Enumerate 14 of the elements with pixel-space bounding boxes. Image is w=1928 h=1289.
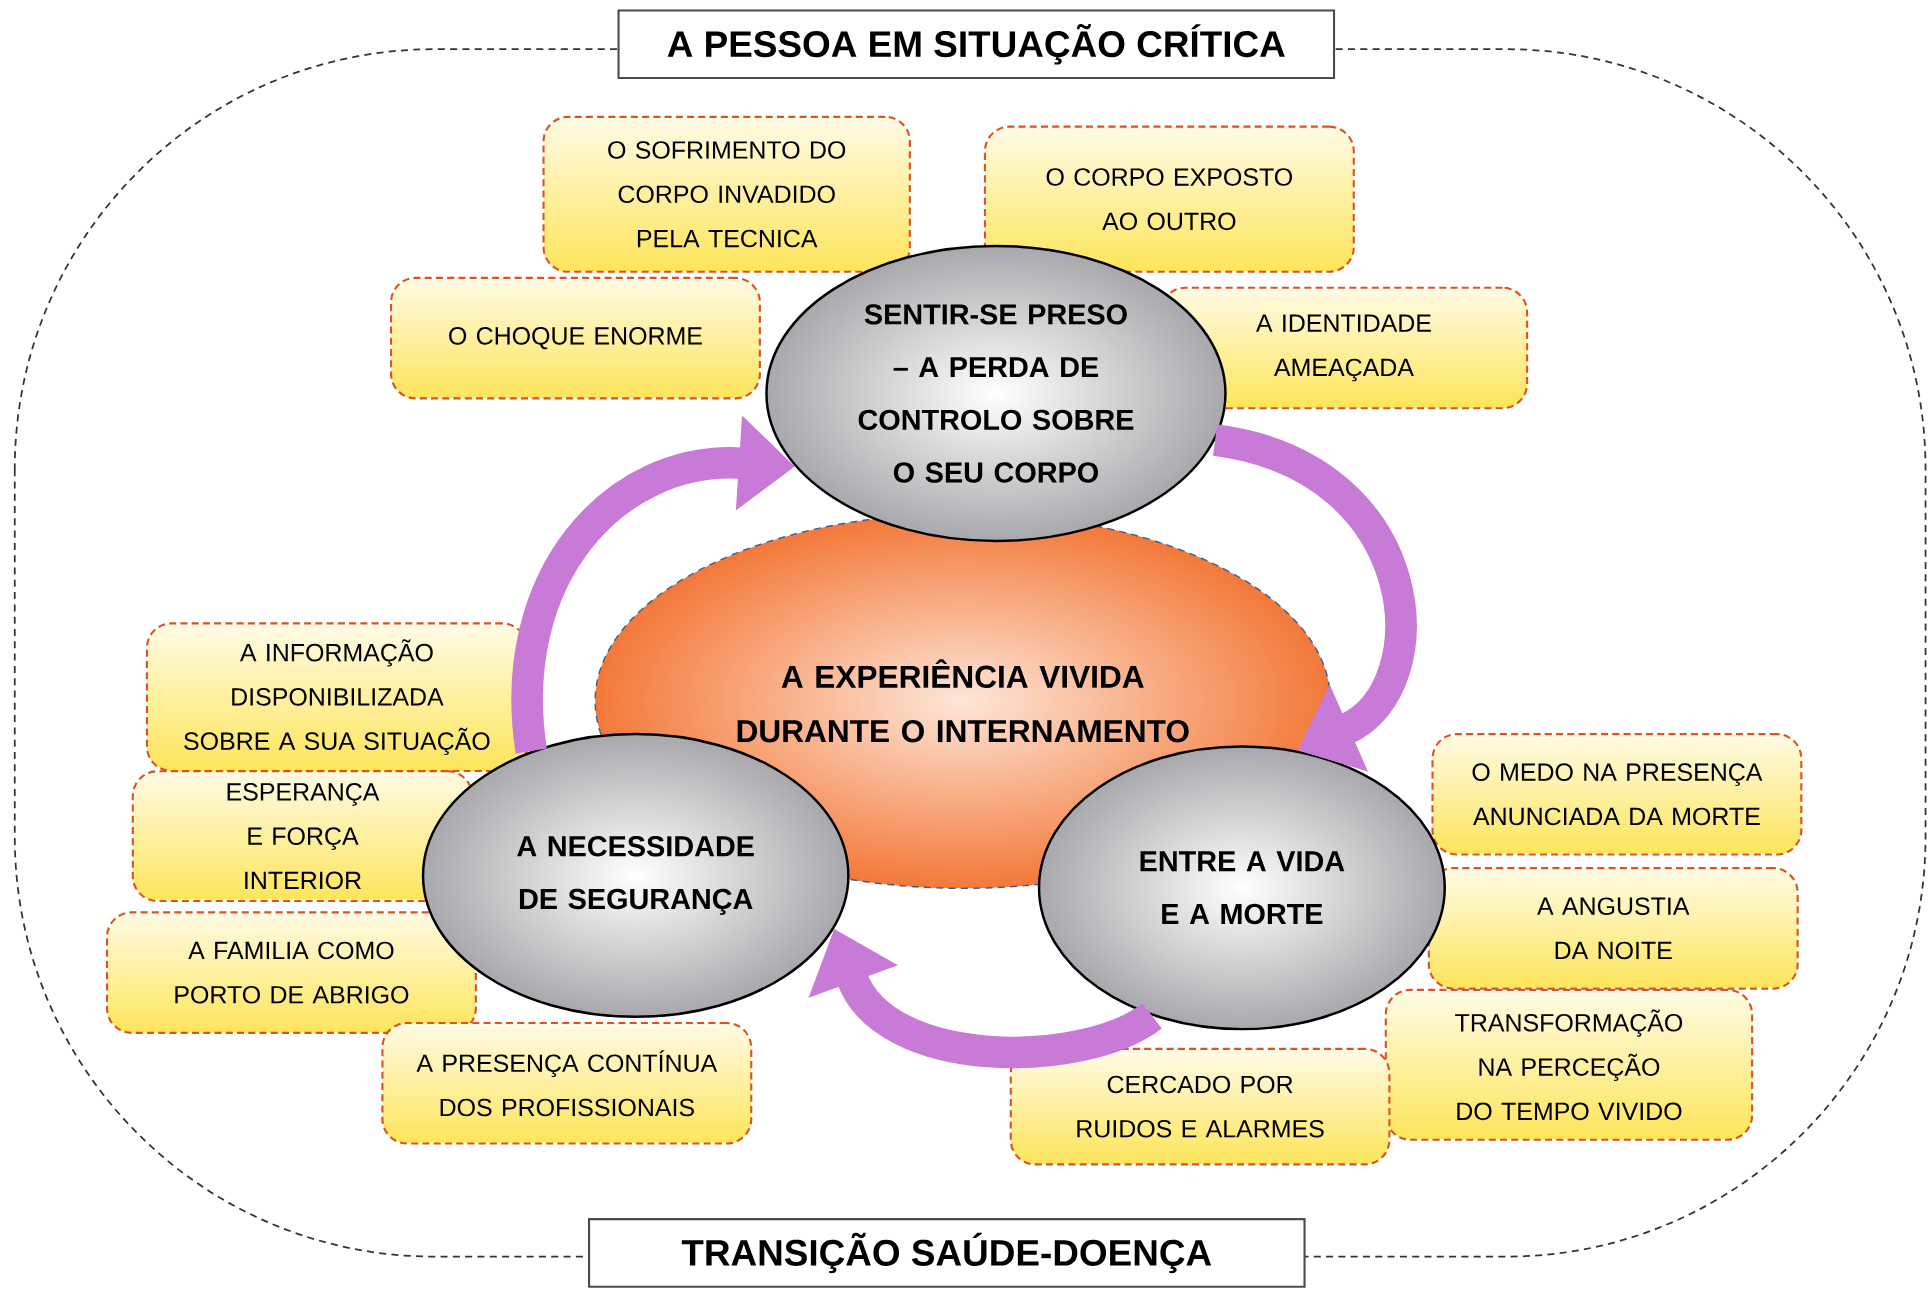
subtheme-box: TRANSFORMAÇÃO NA PERCEÇÃO DO TEMPO VIVIDO — [1384, 989, 1754, 1142]
subtheme-box: O MEDO NA PRESENÇA ANUNCIADA DA MORTE — [1431, 733, 1803, 856]
title-box: TRANSIÇÃO SAÚDE-DOENÇA — [588, 1218, 1306, 1288]
subtheme-box: A PRESENÇA CONTÍNUA DOS PROFISSIONAIS — [381, 1022, 753, 1145]
subtheme-box: ESPERANÇA E FORÇA INTERIOR — [131, 770, 474, 903]
title-box: A PESSOA EM SITUAÇÃO CRÍTICA — [617, 9, 1336, 80]
subtheme-box: A INFORMAÇÃO DISPONIBILIZADA SOBRE A SUA SITUAÇÃO — [145, 622, 528, 773]
subtheme-box: O SOFRIMENTO DO CORPO INVADIDO PELA TECNICA — [542, 116, 911, 273]
subtheme-box: A ANGUSTIA DA NOITE — [1427, 867, 1799, 990]
curved-arrow — [1211, 424, 1417, 772]
subtheme-box: O CORPO EXPOSTO AO OUTRO — [983, 125, 1355, 273]
subtheme-box: A FAMILIA COMO PORTO DE ABRIGO — [105, 911, 477, 1035]
subtheme-box: O CHOQUE ENORME — [389, 277, 761, 400]
subtheme-box: CERCADO POR RUIDOS E ALARMES — [1009, 1048, 1391, 1166]
